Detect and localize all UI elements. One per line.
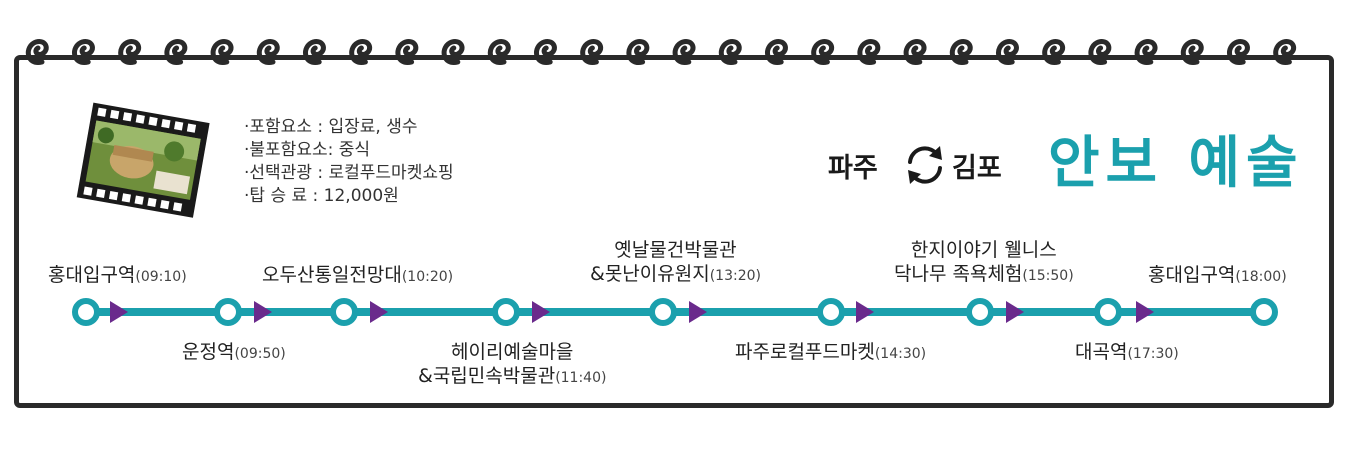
stop-label-3: 오두산통일전망대(10:20) (262, 264, 454, 286)
included-items: ·포함요소 : 입장료, 생수 (244, 117, 418, 137)
spiral-ring (534, 39, 557, 65)
direction-arrow-icon (254, 301, 272, 323)
spiral-ring (1273, 39, 1297, 65)
optional-tour: ·선택관광 : 로컬푸드마켓쇼핑 (244, 163, 454, 183)
direction-arrow-icon (689, 301, 707, 323)
route-to: 김포 (952, 153, 1002, 184)
stop-label-1: 홍대입구역(09:10) (48, 264, 187, 286)
spiral-ring (1088, 39, 1112, 65)
stop-node-1 (72, 298, 100, 326)
direction-arrow-icon (1006, 301, 1024, 323)
stop-node-5 (649, 298, 677, 326)
stop-label-8: 대곡역(17:30) (1075, 341, 1179, 363)
spiral-ring (580, 39, 604, 65)
fare: ·탑 승 료 : 12,000원 (244, 186, 399, 206)
spiral-ring (164, 39, 188, 65)
stop-label-7: 한지이야기 웰니스 닥나무 족욕체험(15:50) (894, 239, 1074, 285)
stop-node-9 (1250, 298, 1278, 326)
spiral-ring (210, 39, 234, 65)
stop-node-4 (492, 298, 520, 326)
film-strip-photo (76, 102, 210, 218)
spiral-ring (395, 39, 419, 65)
direction-arrow-icon (370, 301, 388, 323)
spiral-ring (949, 39, 973, 65)
spiral-ring (256, 39, 280, 65)
spiral-ring (765, 39, 788, 65)
spiral-ring (811, 39, 835, 65)
spiral-ring (487, 39, 511, 65)
excluded-items: ·불포함요소: 중식 (244, 140, 371, 160)
spiral-ring (349, 39, 373, 65)
tour-title: 안보 예술 (1048, 131, 1304, 196)
spiral-ring (672, 39, 696, 65)
tour-info: ·포함요소 : 입장료, 생수 ·불포함요소: 중식 ·선택관광 : 로컬푸드마… (244, 116, 454, 208)
direction-arrow-icon (856, 301, 874, 323)
direction-arrow-icon (110, 301, 128, 323)
direction-arrow-icon (1136, 301, 1154, 323)
stop-label-4: 헤이리예술마을 &국립민속박물관(11:40) (418, 341, 607, 387)
spiral-ring (626, 39, 650, 65)
spiral-ring (25, 39, 49, 65)
route-from: 파주 (828, 153, 878, 184)
stop-label-5: 옛날물건박물관 &못난이유원지(13:20) (590, 239, 761, 285)
spiral-ring (303, 39, 326, 65)
spiral-ring (1180, 39, 1204, 65)
spiral-ring (718, 39, 742, 65)
spiral-ring (857, 39, 881, 65)
spiral-binding (25, 39, 1297, 65)
spiral-ring (1227, 39, 1250, 65)
stop-node-3 (330, 298, 358, 326)
stop-node-2 (214, 298, 242, 326)
spiral-ring (996, 39, 1019, 65)
spiral-ring (1134, 39, 1158, 65)
stop-label-9: 홍대입구역(18:00) (1148, 264, 1287, 286)
stop-node-7 (966, 298, 994, 326)
spiral-ring (903, 39, 927, 65)
stop-node-6 (817, 298, 845, 326)
spiral-ring (441, 39, 465, 65)
spiral-ring (72, 39, 95, 65)
spiral-ring (1042, 39, 1066, 65)
round-trip-arrows-icon (908, 146, 942, 184)
stop-node-8 (1094, 298, 1122, 326)
spiral-ring (118, 39, 142, 65)
direction-arrow-icon (532, 301, 550, 323)
stop-label-6: 파주로컬푸드마켓(14:30) (735, 341, 927, 363)
stop-label-2: 운정역(09:50) (182, 341, 286, 363)
